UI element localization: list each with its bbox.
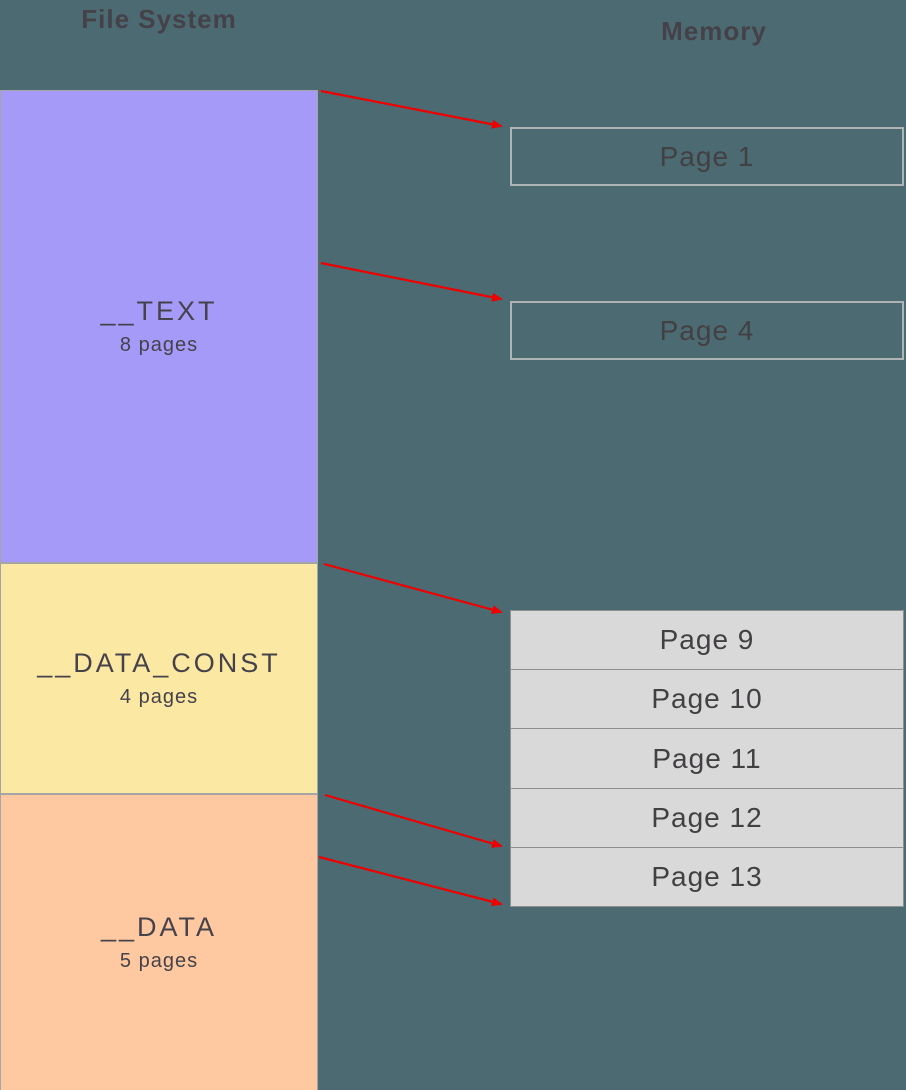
segment-data-const-name: __DATA_CONST: [37, 648, 281, 678]
memory-page-13-row: Page 13: [511, 846, 903, 906]
arrow-text-to-page4: [320, 261, 503, 302]
memory-page-4-box: Page 4: [510, 301, 904, 360]
memory-column-title: Memory: [661, 16, 767, 46]
arrow-dataconst-to-page9: [323, 562, 503, 614]
arrow-data-to-stack-end: [318, 855, 503, 907]
segment-text: __TEXT 8 pages: [0, 90, 318, 563]
arrow-data-to-page13: [324, 793, 503, 848]
segment-data: __DATA 5 pages: [0, 794, 318, 1090]
segment-data-const: __DATA_CONST 4 pages: [0, 563, 318, 794]
segment-data-name: __DATA: [100, 912, 218, 942]
segment-text-size: 8 pages: [119, 334, 199, 356]
memory-page-1-box: Page 1: [510, 127, 904, 186]
memory-page-12-row: Page 12: [511, 787, 903, 847]
memory-resident-page-stack: Page 9 Page 10 Page 11 Page 12 Page 13: [510, 610, 904, 907]
file-system-column-title: File System: [81, 4, 237, 34]
memory-page-9-row: Page 9: [659, 624, 755, 656]
memory-page-10-row: Page 10: [511, 669, 903, 728]
arrow-text-to-page1: [320, 89, 503, 129]
segment-text-name: __TEXT: [100, 296, 218, 326]
segment-data-const-size: 4 pages: [119, 686, 199, 708]
memory-page-11-row: Page 11: [511, 728, 903, 787]
segment-data-size: 5 pages: [119, 950, 199, 972]
